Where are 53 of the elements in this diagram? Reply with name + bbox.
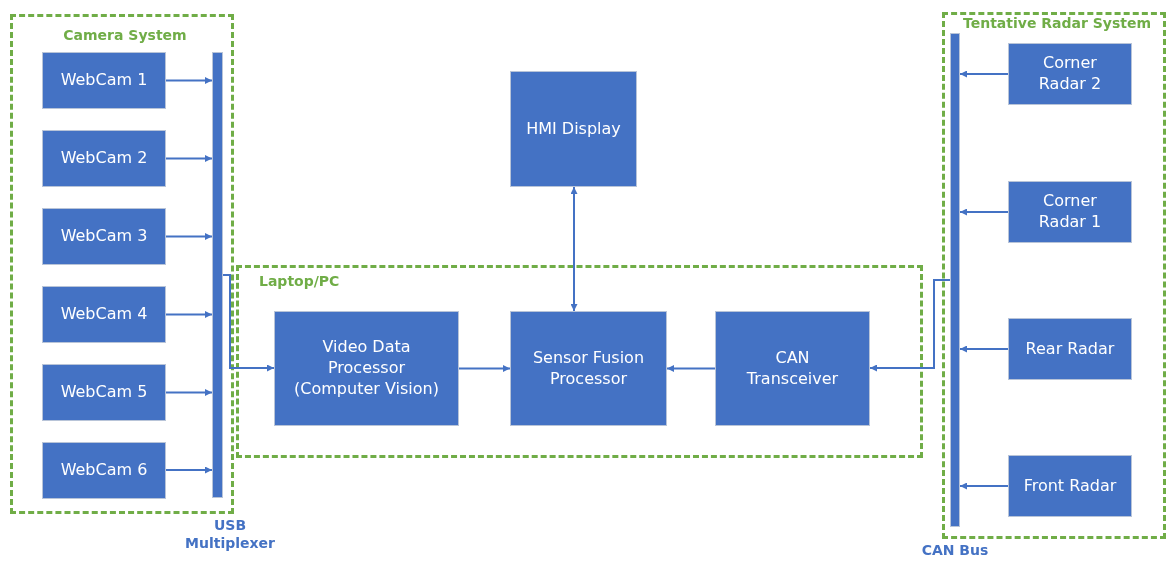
arrow (165, 233, 213, 240)
radar-box (1008, 318, 1132, 380)
arrow (222, 274, 275, 372)
usb-multiplexer-bar (212, 52, 223, 498)
arrow (165, 311, 213, 318)
webcam-box (42, 442, 166, 499)
box-label: Video Data Processor (Computer Vision) (293, 337, 440, 400)
box-label: WebCam 5 (60, 382, 148, 403)
arrow (165, 155, 213, 162)
processor-box (510, 311, 667, 426)
group-title: Camera System (62, 27, 188, 43)
box-label: Corner Radar 1 (1037, 191, 1103, 233)
box-label: WebCam 6 (60, 460, 148, 481)
box-label: Front Radar (1023, 475, 1117, 497)
laptop-pc-group (236, 265, 923, 458)
webcam-box (42, 364, 166, 421)
camera-system-group (10, 14, 234, 514)
arrow (666, 365, 716, 372)
webcam-box (42, 286, 166, 343)
arrow (165, 389, 213, 396)
webcam-box (42, 208, 166, 265)
box-label: WebCam 1 (60, 70, 148, 91)
arrow (959, 70, 1009, 78)
webcam-box (42, 52, 166, 109)
arrow (959, 345, 1009, 353)
transceiver-box (715, 311, 870, 426)
arrow (570, 186, 578, 312)
processor-box (274, 311, 459, 426)
radar-box (1008, 181, 1132, 243)
arrow (165, 466, 213, 474)
arrow (869, 279, 951, 372)
box-label: WebCam 2 (60, 148, 148, 169)
box-label: WebCam 4 (60, 304, 148, 325)
can-bus-bar (950, 33, 960, 527)
bar-label: CAN Bus (920, 541, 990, 560)
hmi-display-box (510, 71, 637, 187)
radar-box (1008, 43, 1132, 105)
box-label: CAN Transceiver (745, 347, 840, 390)
group-title: Laptop/PC (259, 273, 340, 289)
bar-label: USB Multiplexer (184, 516, 276, 553)
box-label: HMI Display (526, 118, 621, 140)
arrow (458, 365, 511, 372)
arrow (165, 77, 213, 84)
webcam-box (42, 130, 166, 187)
radar-box (1008, 455, 1132, 517)
box-label: Rear Radar (1025, 338, 1115, 360)
box-label: WebCam 3 (60, 226, 148, 247)
group-title: Tentative Radar System (963, 15, 1152, 31)
arrow (959, 208, 1009, 216)
arrow (959, 482, 1009, 490)
box-label: Sensor Fusion Processor (531, 347, 646, 390)
box-label: Corner Radar 2 (1037, 53, 1103, 95)
radar-system-group (942, 12, 1166, 539)
